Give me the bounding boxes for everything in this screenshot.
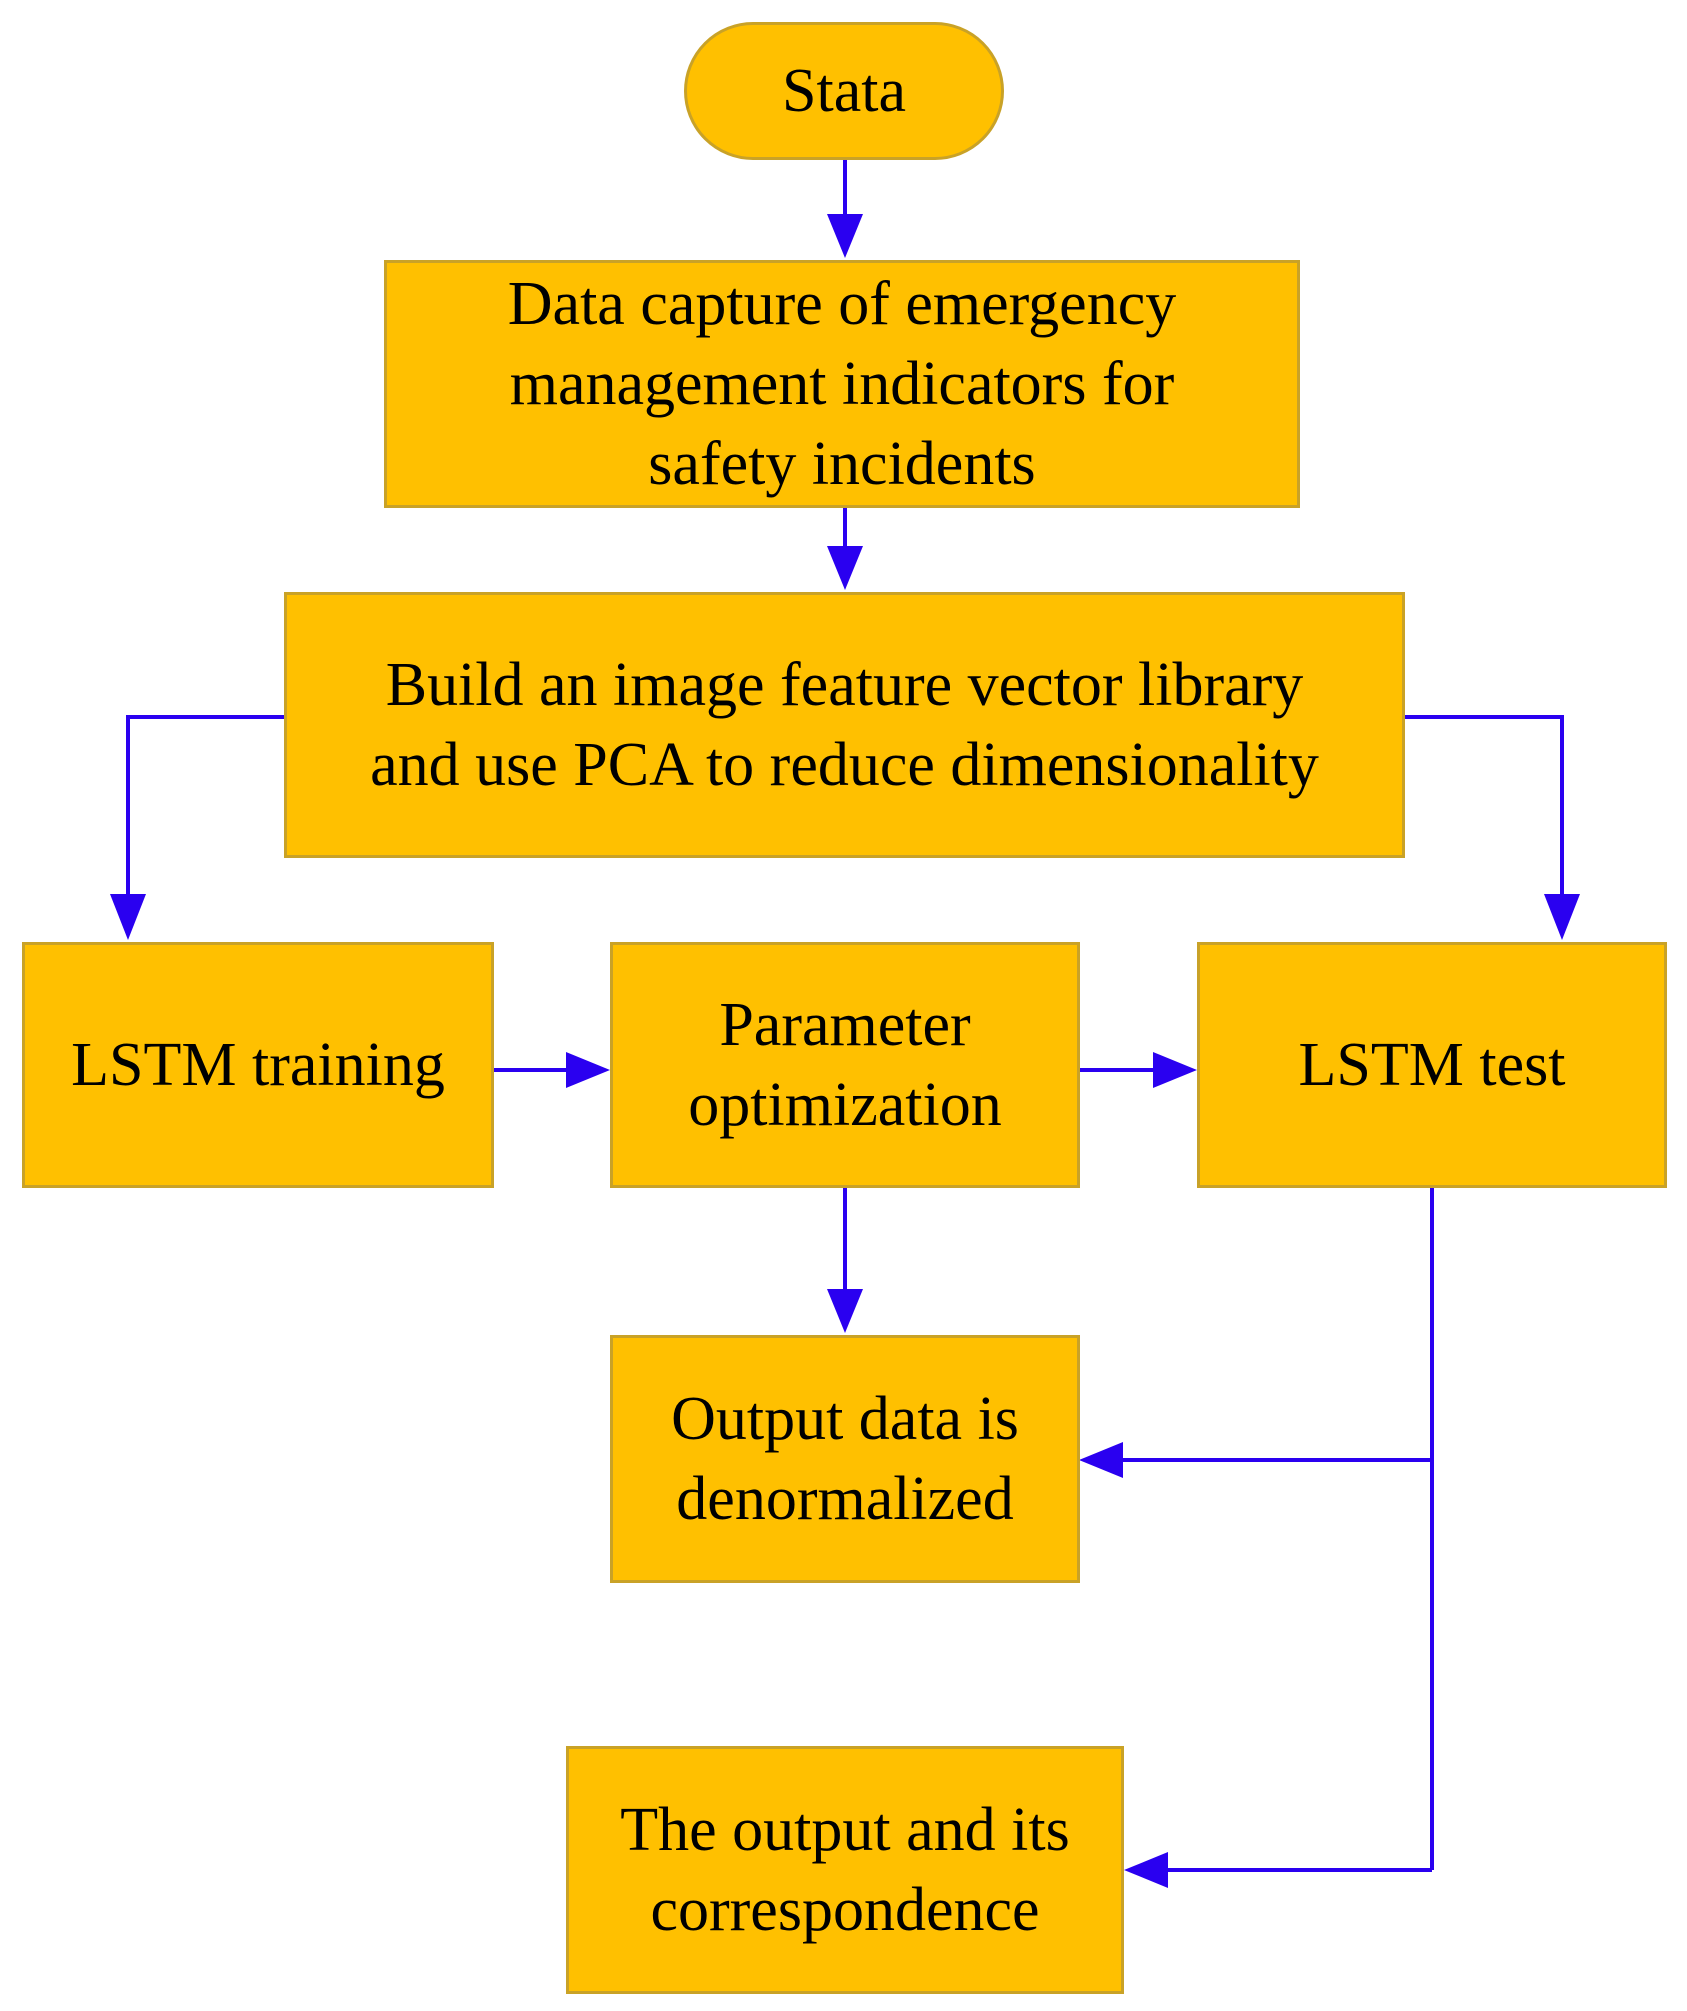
lstm-training-node: LSTM training xyxy=(22,942,494,1188)
arrow-build-to-training xyxy=(126,715,284,895)
correspondence-node: The output and its correspondence xyxy=(566,1746,1124,1994)
arrowhead-test-to-denormalize xyxy=(1079,1442,1123,1478)
arrowhead-test-to-correspondence xyxy=(1124,1852,1168,1888)
data-capture-node: Data capture of emergency management ind… xyxy=(384,260,1300,508)
arrowhead-capture-to-build xyxy=(827,546,863,590)
arrow-build-to-test xyxy=(1405,715,1564,895)
arrowhead-start-to-capture xyxy=(827,214,863,258)
arrowhead-build-to-training xyxy=(110,894,146,940)
start-node: Stata xyxy=(684,22,1004,160)
denormalize-node: Output data is denormalized xyxy=(610,1335,1080,1583)
arrowhead-optimization-to-denormalize xyxy=(827,1289,863,1333)
lstm-test-node: LSTM test xyxy=(1197,942,1667,1188)
feature-library-node: Build an image feature vector library an… xyxy=(284,592,1405,858)
parameter-optimization-node: Parameter optimization xyxy=(610,942,1080,1188)
arrowhead-build-to-test xyxy=(1544,894,1580,940)
arrowhead-training-to-optimization xyxy=(566,1052,610,1088)
arrowhead-optimization-to-test xyxy=(1153,1052,1197,1088)
